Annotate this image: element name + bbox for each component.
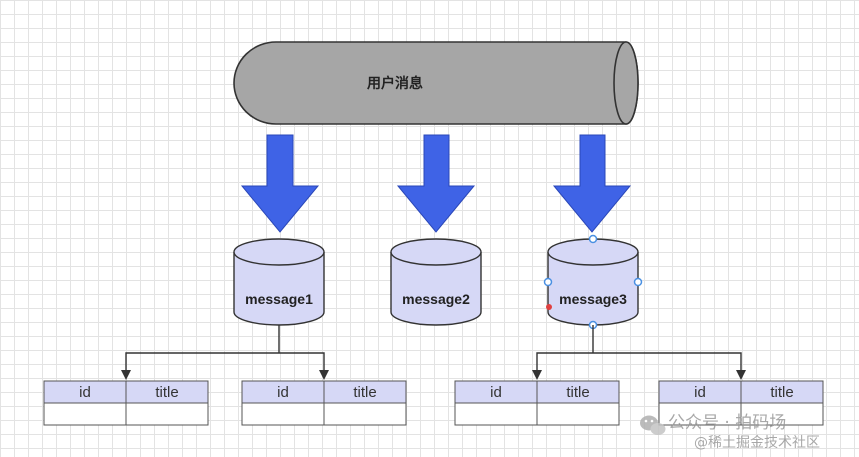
flow-arrow-2 xyxy=(396,134,476,233)
connector-db1 xyxy=(121,325,329,380)
column-header-title: title xyxy=(353,384,376,401)
edge-handle[interactable] xyxy=(546,304,552,310)
flow-arrow-3 xyxy=(552,134,632,233)
selection-handle-left[interactable] xyxy=(543,277,553,287)
message-queue-label: 用户消息 xyxy=(367,75,423,91)
watermark-line1: 公众号 · 拍码场 xyxy=(668,413,786,433)
watermark: 公众号 · 拍码场 @稀土掘金技术社区 xyxy=(640,413,820,451)
database-label: message3 xyxy=(559,291,627,307)
watermark-line2: @稀土掘金技术社区 xyxy=(694,435,820,451)
flow-arrow-1 xyxy=(240,134,320,233)
database-message2[interactable]: message2 xyxy=(390,238,482,326)
selection-handle-top[interactable] xyxy=(588,234,598,244)
table-1[interactable]: id title xyxy=(43,380,209,426)
column-header-title: title xyxy=(566,384,589,401)
database-message3[interactable]: message3 xyxy=(547,238,639,326)
wechat-icon xyxy=(640,415,666,435)
column-header-id: id xyxy=(694,384,706,401)
table-2[interactable]: id title xyxy=(241,380,407,426)
column-header-title: title xyxy=(770,384,793,401)
message-queue[interactable]: 用户消息 xyxy=(233,41,639,125)
database-label: message1 xyxy=(245,291,313,307)
column-header-title: title xyxy=(155,384,178,401)
table-3[interactable]: id title xyxy=(454,380,620,426)
table-4[interactable]: id title xyxy=(658,380,824,426)
database-label: message2 xyxy=(402,291,470,307)
column-header-id: id xyxy=(79,384,91,401)
database-message1[interactable]: message1 xyxy=(233,238,325,326)
connector-db3 xyxy=(532,325,746,380)
column-header-id: id xyxy=(277,384,289,401)
column-header-id: id xyxy=(490,384,502,401)
selection-handle-right[interactable] xyxy=(633,277,643,287)
